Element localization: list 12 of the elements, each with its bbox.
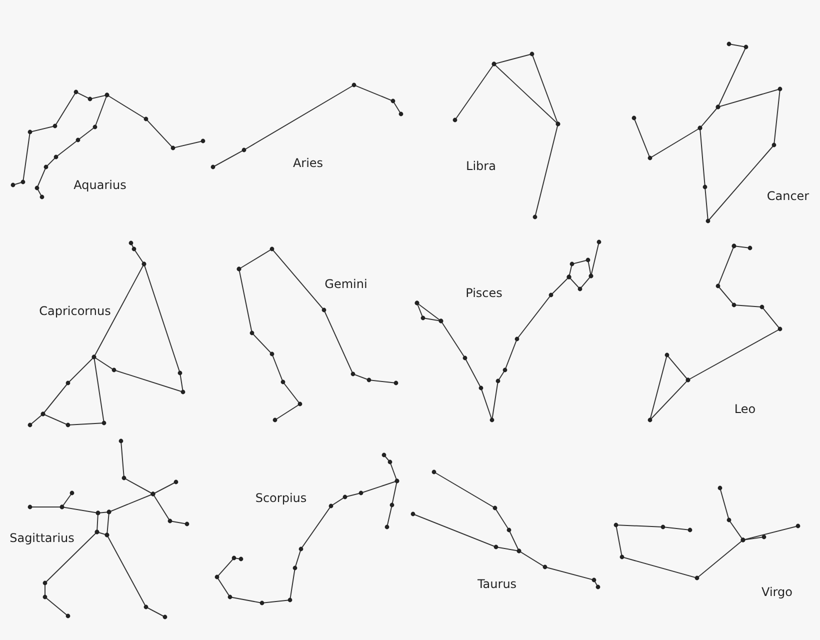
constellation-name: Aquarius [74, 178, 126, 192]
constellation-name: Pisces [466, 286, 502, 300]
constellation-name: Gemini [324, 277, 368, 291]
constellation-name: Taurus [477, 577, 517, 591]
constellation-name: Scorpius [255, 491, 307, 505]
constellation-name: Virgo [762, 585, 792, 599]
constellation-name: Aries [292, 156, 324, 170]
constellation-name: Leo [734, 402, 756, 416]
constellation-name: Capricornus [39, 304, 111, 318]
constellation-name: Cancer [766, 189, 810, 203]
constellation-name: Sagittarius [10, 531, 74, 545]
constellation-name: Libra [466, 159, 496, 173]
